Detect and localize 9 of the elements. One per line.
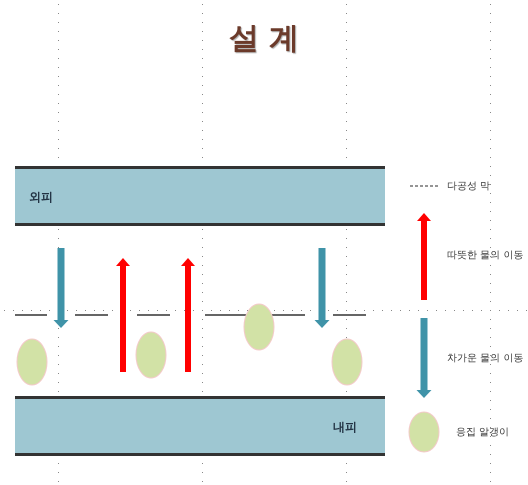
legend-text: 차가운 물의 이동 bbox=[447, 352, 524, 365]
legend-text: 응집 알갱이 bbox=[456, 426, 510, 439]
layer-label: 내피 bbox=[333, 419, 357, 436]
legend-text: 따뜻한 물의 이동 bbox=[447, 249, 524, 262]
layer-label: 외피 bbox=[29, 189, 53, 206]
outer-layer-band bbox=[15, 166, 385, 226]
inner-layer-band bbox=[15, 396, 385, 456]
title: 설 계 bbox=[228, 20, 300, 58]
legend-text: 다공성 막 bbox=[447, 180, 490, 193]
